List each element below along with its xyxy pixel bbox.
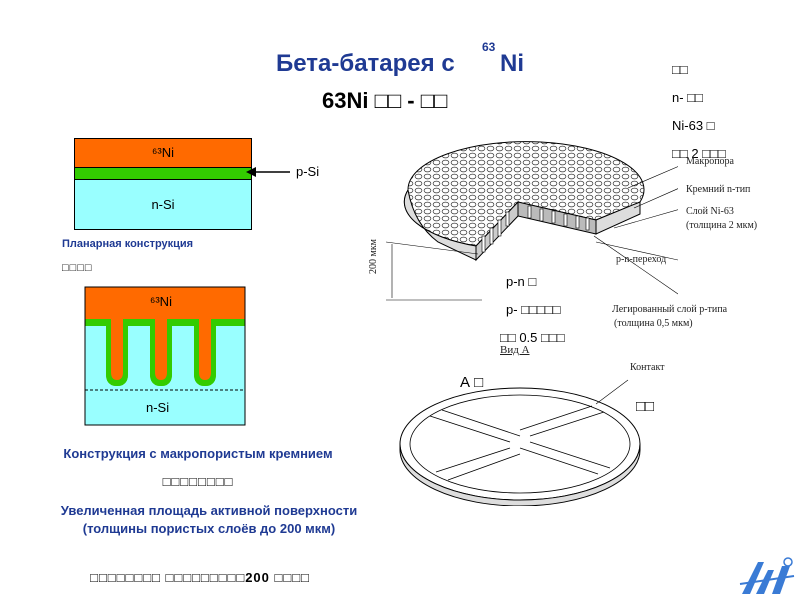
- planar-caption: Планарная конструкция: [62, 238, 194, 250]
- label-silicon-n: Кремний n-тип: [686, 184, 751, 195]
- planar-n-layer: n-Si: [75, 180, 251, 229]
- logo-icon: [739, 557, 795, 594]
- p-si-arrow: [246, 167, 290, 177]
- title-main: Бета-батарея с: [276, 50, 455, 77]
- label-macropore: Макропора: [686, 156, 734, 167]
- label-dim-200: 200 мкм: [368, 238, 379, 274]
- planar-p-layer: [75, 168, 251, 180]
- p-si-label: p-Si: [296, 164, 320, 179]
- label-pn-junction: p-n-переход: [616, 254, 667, 265]
- contact-note: □□: [636, 398, 655, 415]
- note-4: □□ 2 □□□: [672, 146, 726, 161]
- label-ni-thickness: (толщина 2 мкм): [686, 220, 758, 231]
- planar-diagram: ⁶³Ni n-Si: [74, 138, 252, 230]
- label-contact: Контакт: [630, 362, 665, 373]
- porous-caption: Конструкция с макропористым кремнием: [63, 446, 333, 461]
- porous-benefit-translation: □□□□□□□□ □□□□□□□□□200 □□□□: [90, 570, 310, 585]
- title-element: Ni: [500, 50, 524, 77]
- planar-ni-label: ⁶³Ni: [152, 145, 174, 160]
- pn-note-1: p-n □: [506, 274, 537, 289]
- planar-ni-layer: ⁶³Ni: [75, 139, 251, 168]
- note-2: n- □□: [672, 90, 703, 105]
- porous-benefit: Увеличенная площадь активной поверхности…: [60, 503, 358, 536]
- pn-note-3: □□ 0.5 □□□: [500, 330, 565, 345]
- subtitle-suffix: □□ - □□: [374, 88, 448, 113]
- planar-n-label: n-Si: [151, 197, 175, 212]
- porous-n-label: n-Si: [146, 400, 170, 415]
- label-doped-layer: Легированный слой p-типа: [612, 304, 728, 315]
- porous-diagram: [84, 286, 246, 426]
- view-a-label: Вид А: [500, 344, 530, 356]
- note-1: □□: [672, 62, 688, 77]
- porous-caption-translation: □□□□□□□□: [162, 474, 234, 489]
- subtitle-prefix: 63Ni: [322, 88, 369, 113]
- pn-note-2: p- □□□□□: [506, 302, 561, 317]
- porous-disc-drawing: [385, 141, 678, 301]
- porous-ni-label: ⁶³Ni: [150, 294, 172, 309]
- label-doped-thickness: (толщина 0,5 мкм): [614, 318, 693, 329]
- note-3: Ni-63 □: [672, 118, 715, 133]
- page-title: Бета-батарея с 63 Ni: [276, 40, 524, 78]
- planar-caption-translation: □□□□: [62, 262, 93, 274]
- contact-disc-drawing: [399, 379, 641, 506]
- label-ni-layer: Слой Ni-63: [686, 206, 734, 217]
- title-superscript: 63: [482, 40, 496, 54]
- a-label: А □: [460, 374, 484, 391]
- page-subtitle: 63Ni □□ - □□: [322, 88, 447, 114]
